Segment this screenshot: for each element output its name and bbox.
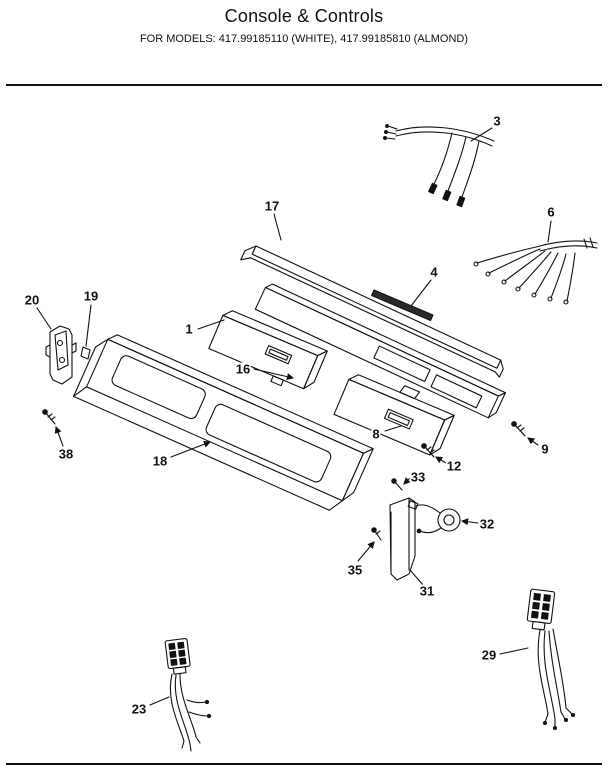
- wiring-harness-6: [473, 237, 598, 305]
- part-label-23: 23: [130, 701, 148, 717]
- part-label-19: 19: [82, 288, 100, 304]
- control-insert-8: [333, 374, 455, 456]
- support-bracket-31: [389, 497, 416, 581]
- wiring-harness-23: [164, 637, 212, 752]
- screw-35: [371, 527, 382, 541]
- part-label-8: 8: [371, 426, 381, 442]
- part-label-3: 3: [492, 113, 502, 129]
- part-label-33: 33: [409, 469, 427, 485]
- part-label-12: 12: [445, 458, 463, 474]
- part-label-1: 1: [184, 321, 194, 337]
- wiring-harness-29: [526, 588, 576, 731]
- part-label-32: 32: [478, 516, 496, 532]
- wiring-harness-3: [383, 124, 495, 208]
- spacer-strip-4: [371, 289, 434, 322]
- part-label-35: 35: [346, 562, 364, 578]
- trim-strip-17: [240, 245, 504, 378]
- part-label-18: 18: [151, 453, 169, 469]
- page-title: Console & Controls: [224, 6, 384, 26]
- part-label-29: 29: [480, 647, 498, 663]
- header-divider: [6, 84, 602, 86]
- part-label-31: 31: [418, 583, 436, 599]
- clip-19: [80, 346, 91, 360]
- screw-12: [421, 443, 435, 458]
- control-insert-1: [208, 310, 328, 390]
- screw-38: [42, 409, 56, 425]
- part-label-16: 16: [234, 361, 252, 377]
- part-label-9: 9: [540, 441, 550, 457]
- wire-ring-32: [407, 500, 461, 534]
- leader-lines: [36, 127, 552, 706]
- rear-mount-panel: [254, 283, 507, 419]
- part-label-38: 38: [57, 446, 75, 462]
- screw-33: [391, 478, 403, 491]
- part-label-17: 17: [263, 198, 281, 214]
- mount-bracket-20: [45, 325, 77, 385]
- header: Console & Controls FOR MODELS: 417.99185…: [0, 6, 608, 45]
- part-label-4: 4: [429, 264, 439, 280]
- screw-9: [511, 421, 526, 437]
- footer-divider: [6, 763, 602, 765]
- models-subtitle: FOR MODELS: 417.99185110 (WHITE), 417.99…: [139, 33, 469, 45]
- console-panel-18: [73, 334, 374, 511]
- part-label-6: 6: [546, 204, 556, 220]
- part-label-20: 20: [23, 292, 41, 308]
